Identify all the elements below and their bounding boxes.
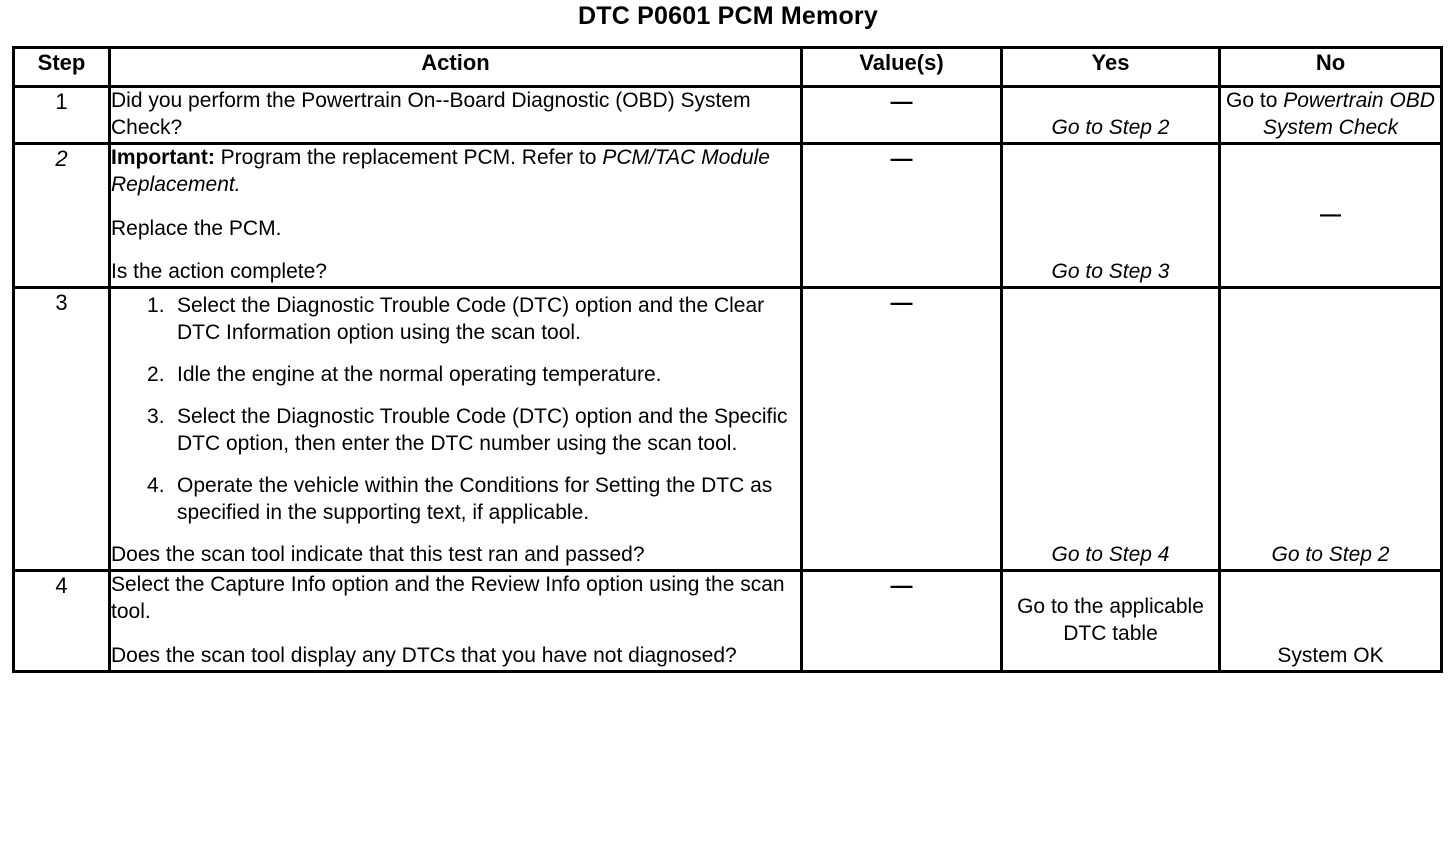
action-question: Is the action complete?: [111, 260, 327, 284]
important-reference: PCM/TAC Module Replacement.: [111, 145, 770, 196]
table-row: 1 Did you perform the Powertrain On--Boa…: [12, 85, 1443, 145]
header-action: Action: [108, 46, 803, 88]
no-cell: System OK: [1218, 569, 1443, 673]
value-cell: —: [800, 569, 1003, 673]
header-step: Step: [12, 46, 111, 88]
action-question: Does the scan tool indicate that this te…: [111, 543, 645, 567]
step-number: 3: [12, 286, 111, 573]
list-item: Operate the vehicle within the Condition…: [147, 473, 773, 524]
action-cell: Did you perform the Powertrain On--Board…: [108, 85, 803, 145]
list-item: Idle the engine at the normal operating …: [147, 362, 662, 389]
no-cell: Go to Step 2: [1218, 286, 1443, 573]
value-cell: —: [800, 286, 1003, 573]
table-row: 3 Select the Diagnostic Trouble Code (DT…: [12, 286, 1443, 573]
action-cell: Select the Capture Info option and the R…: [108, 569, 803, 673]
header-row: Step Action Value(s) Yes No: [12, 46, 1443, 88]
yes-cell: Go to Step 3: [1000, 141, 1221, 290]
yes-cell: Go to the applicable DTC table: [1000, 569, 1221, 673]
important-label: Important:: [111, 145, 215, 169]
table-body: 1 Did you perform the Powertrain On--Boa…: [12, 85, 1443, 673]
table-header: Step Action Value(s) Yes No: [12, 46, 1443, 88]
list-item: Select the Diagnostic Trouble Code (DTC)…: [147, 404, 788, 455]
yes-cell: Go to Step 2: [1000, 85, 1221, 145]
yes-branch-text: Go to Step 3: [1051, 260, 1170, 284]
action-important: Important: Program the replacement PCM. …: [111, 145, 800, 199]
diagnostic-table: Step Action Value(s) Yes No 1 Did you pe…: [12, 46, 1443, 673]
yes-branch-text: Go to Step 2: [1051, 115, 1170, 139]
no-branch-prefix: Go to: [1226, 89, 1284, 112]
yes-cell: Go to Step 4: [1000, 286, 1221, 573]
value-cell: —: [800, 141, 1003, 290]
no-branch-text: System OK: [1277, 644, 1384, 667]
no-branch-text: —: [1320, 203, 1341, 227]
step-number: 2: [12, 141, 111, 290]
no-cell: Go to Powertrain OBD System Check: [1218, 85, 1443, 145]
header-no: No: [1218, 46, 1443, 88]
action-line: Replace the PCM.: [111, 216, 282, 240]
table-row: 2 Important: Program the replacement PCM…: [12, 141, 1443, 290]
step-number: 4: [12, 569, 111, 673]
no-cell: —: [1218, 141, 1443, 290]
no-branch-reference: Powertrain OBD System Check: [1262, 89, 1435, 139]
action-line: Select the Capture Info option and the R…: [111, 573, 785, 624]
value-cell: —: [800, 85, 1003, 145]
no-branch-text: Go to Step 2: [1271, 543, 1390, 567]
yes-branch-text: Go to the applicable DTC table: [1017, 595, 1204, 646]
step-number: 1: [12, 85, 111, 145]
yes-branch-text: Go to Step 4: [1051, 543, 1170, 567]
list-item: Select the Diagnostic Trouble Code (DTC)…: [147, 293, 765, 345]
action-question: Does the scan tool display any DTCs that…: [111, 644, 737, 667]
table-row: 4 Select the Capture Info option and the…: [12, 569, 1443, 673]
action-cell: Important: Program the replacement PCM. …: [108, 141, 803, 290]
action-step-list: Select the Diagnostic Trouble Code (DTC)…: [111, 293, 800, 526]
header-yes: Yes: [1000, 46, 1221, 88]
action-cell: Select the Diagnostic Trouble Code (DTC)…: [108, 286, 803, 573]
important-text: Program the replacement PCM. Refer to: [214, 145, 603, 169]
header-value: Value(s): [800, 46, 1003, 88]
page-title: DTC P0601 PCM Memory: [578, 2, 878, 30]
action-question: Did you perform the Powertrain On--Board…: [111, 89, 751, 139]
